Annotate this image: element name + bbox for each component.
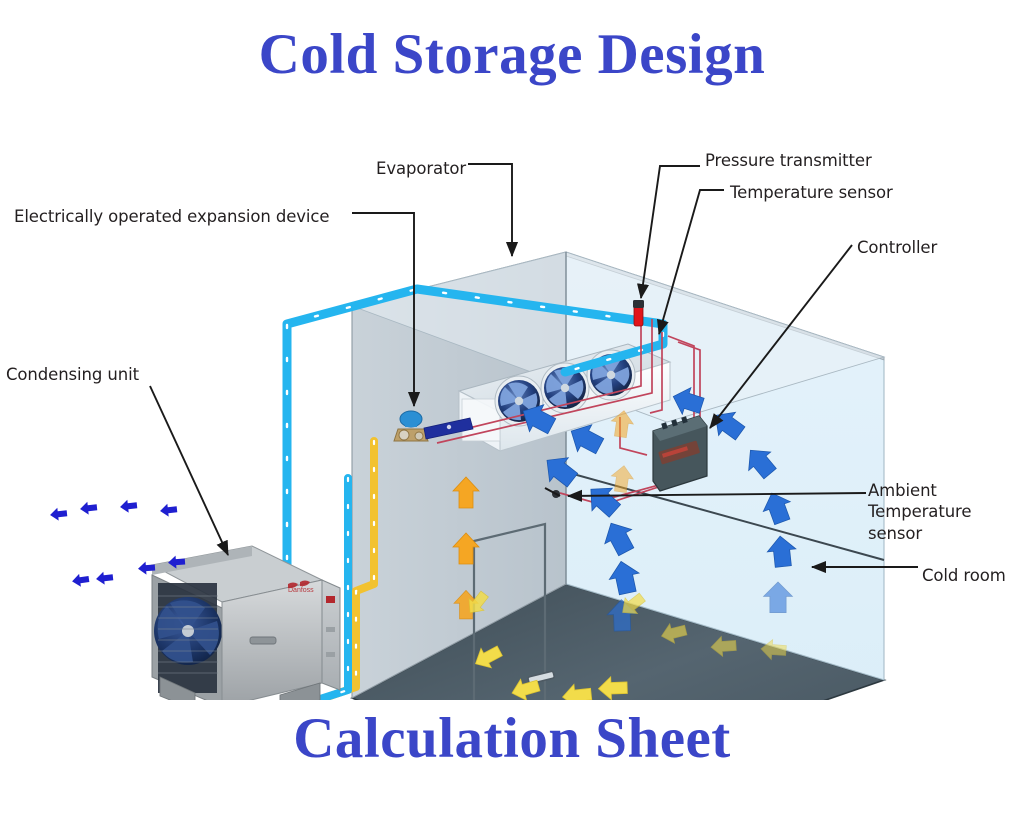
leader-lines [149,163,918,574]
label-expansion-device: Electrically operated expansion device [14,207,330,226]
label-condensing-unit: Condensing unit [6,365,139,384]
pressure-transmitter-device[interactable] [633,300,644,327]
label-ambient-temperature-sensor: Ambient Temperature sensor [868,481,972,543]
label-controller: Controller [857,238,938,257]
brand-logo: Danfoss [288,580,314,594]
evaporator-fan-2 [540,362,590,414]
door-handle-icon[interactable] [527,670,555,685]
page-title-top: Cold Storage Design [258,23,766,86]
ambient-temperature-sensor-node[interactable] [544,487,561,498]
expansion-valve-device[interactable] [393,410,474,442]
condenser-discharge-arrows [49,498,186,588]
label-temperature-sensor: Temperature sensor [730,183,893,202]
cold-room-door[interactable] [472,522,555,700]
access-panel-handle[interactable] [249,636,277,645]
condensing-unit-device[interactable]: Danfoss [150,545,341,700]
suction-return-pipe [316,474,352,700]
suction-line-dashes [285,287,665,594]
cold-storage-diagram: Danfoss [49,163,918,700]
label-pressure-transmitter: Pressure transmitter [705,151,872,170]
label-cold-room: Cold room [922,566,1006,585]
svg-text:Danfoss: Danfoss [288,587,314,594]
service-port-icon [326,596,335,603]
controller-device[interactable] [652,415,708,492]
page-title-bottom: Calculation Sheet [293,707,731,770]
liquid-line-dashes [328,439,376,698]
label-evaporator: Evaporator [376,159,467,178]
